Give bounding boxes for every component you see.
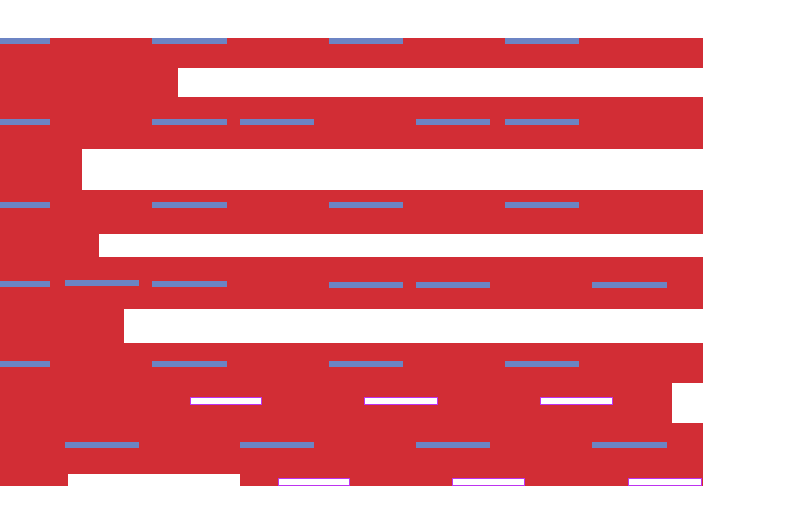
blue-bar (152, 281, 227, 287)
red-block (0, 190, 703, 234)
blue-bar (505, 361, 579, 367)
blue-bar (592, 442, 667, 448)
blue-bar (505, 38, 579, 44)
blue-bar (0, 202, 50, 208)
blue-bar (329, 38, 403, 44)
blue-bar (0, 119, 50, 125)
red-block (0, 97, 703, 149)
blue-bar (0, 281, 50, 287)
blue-bar (152, 202, 227, 208)
blue-bar (0, 361, 50, 367)
red-block (0, 309, 124, 343)
blue-bar (152, 119, 227, 125)
blue-bar (416, 282, 490, 288)
blue-bar (505, 119, 579, 125)
blue-bar (416, 119, 490, 125)
white-notch (672, 383, 703, 423)
blue-bar (65, 280, 139, 286)
outlined-bar (278, 478, 350, 486)
blue-bar (152, 361, 227, 367)
blue-bar (0, 38, 50, 44)
outlined-bar (540, 397, 613, 405)
blue-bar (329, 202, 403, 208)
blue-bar (416, 442, 490, 448)
outlined-bar (628, 478, 702, 486)
blue-bar (592, 282, 667, 288)
red-block (0, 234, 99, 257)
blue-bar (329, 282, 403, 288)
blue-bar (505, 202, 579, 208)
outlined-bar (452, 478, 525, 486)
outlined-bar (364, 397, 438, 405)
blue-bar (329, 361, 403, 367)
blue-bar (240, 442, 314, 448)
white-notch (68, 474, 240, 486)
red-block (0, 68, 178, 97)
outlined-bar (190, 397, 262, 405)
red-block (0, 149, 82, 190)
blue-bar (152, 38, 227, 44)
blue-bar (65, 442, 139, 448)
blue-bar (240, 119, 314, 125)
